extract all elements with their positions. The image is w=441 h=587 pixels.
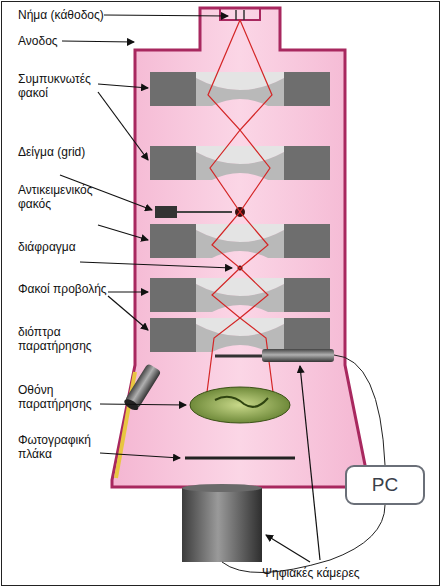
leader-arrow	[104, 15, 228, 16]
screen-image	[215, 397, 268, 407]
leader-arrow	[100, 404, 186, 405]
lens	[150, 146, 330, 180]
computer-box: PC	[345, 465, 425, 505]
part-label: διάφραγμα	[18, 240, 108, 254]
photo-plate	[185, 457, 295, 460]
leader-arrow	[300, 366, 320, 560]
part-label: Αντικειμενικός φακός	[18, 183, 118, 211]
electron-beam	[240, 20, 274, 400]
column-housing	[112, 8, 368, 487]
bottom-camera	[182, 488, 262, 562]
part-label: Φακοί προβολής	[18, 282, 110, 296]
leader-arrow	[108, 291, 148, 292]
wire	[222, 505, 385, 573]
sample-holder	[155, 206, 177, 218]
leader-arrow	[266, 535, 310, 562]
node-text: PC	[372, 474, 398, 496]
leader-arrow	[98, 84, 148, 88]
lens	[150, 224, 330, 258]
filament	[235, 10, 237, 20]
camera-plate	[215, 355, 264, 358]
filament	[243, 10, 245, 20]
leader-arrow	[108, 296, 148, 330]
part-label: Νήμα (κάθοδος)	[18, 8, 128, 22]
part-label: διόπτρα παρατήρησης	[18, 325, 113, 353]
part-label: Ανοδος	[18, 34, 78, 48]
leader-arrow	[80, 262, 232, 268]
part-label: Συμπυκνωτές φακοί	[18, 72, 100, 100]
part-label: Οθόνη παρατήρησης	[18, 383, 102, 411]
lens	[150, 318, 330, 352]
filament-cap	[220, 8, 260, 20]
viewing-screen	[190, 387, 290, 423]
bottom-camera-top	[182, 484, 262, 492]
lens	[150, 72, 330, 106]
lens	[150, 278, 330, 312]
leader-arrow	[62, 41, 134, 42]
part-label: Ψηφιακές κάμερες	[262, 566, 432, 580]
side-camera	[262, 349, 334, 362]
leader-arrow	[100, 453, 180, 458]
wire	[334, 355, 385, 465]
electron-beam	[206, 20, 240, 400]
sample-rod	[177, 211, 232, 213]
part-label: Φωτογραφική πλάκα	[18, 433, 102, 461]
window-edge	[116, 372, 135, 478]
leader-arrow	[98, 225, 148, 240]
leader-arrow	[98, 92, 148, 160]
part-label: Δείγμα (grid)	[18, 145, 88, 159]
